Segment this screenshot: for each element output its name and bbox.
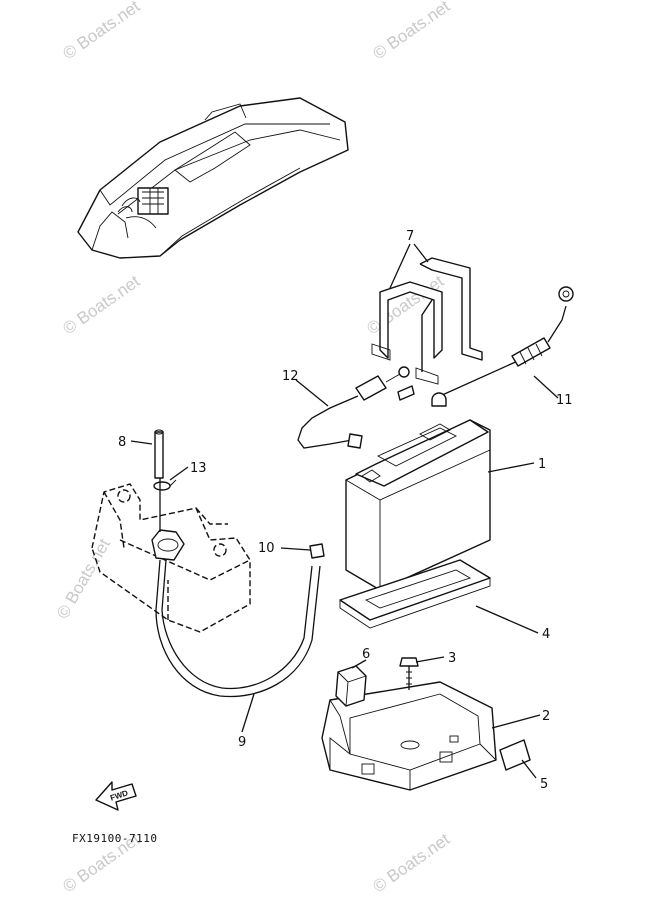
watermark: © Boats.net [369, 829, 453, 896]
callout-7: 7 [406, 229, 414, 244]
watermark: © Boats.net [369, 0, 453, 63]
breather-pipe [154, 429, 164, 479]
clip [153, 479, 177, 491]
leader-lines [130, 243, 559, 779]
callout-10: 10 [258, 541, 275, 556]
callout-8: 8 [118, 435, 126, 450]
callout-5: 5 [540, 777, 548, 792]
damper [335, 665, 367, 707]
lead-wire [297, 366, 415, 449]
bracket-assembly [91, 478, 251, 633]
watermark: © Boats.net [59, 0, 143, 63]
battery-box [321, 681, 497, 791]
bolt [399, 657, 419, 690]
terminal-cable [431, 286, 574, 407]
callout-6: 6 [362, 647, 370, 662]
callout-3: 3 [448, 651, 456, 666]
callout-1: 1 [538, 457, 546, 472]
battery-mat [339, 559, 491, 629]
pad [499, 739, 531, 771]
callout-13: 13 [190, 461, 207, 476]
callout-labels: 1 2 3 4 5 6 7 8 9 10 11 12 13 [118, 229, 573, 792]
battery [345, 419, 491, 591]
breather-hose [155, 543, 325, 698]
diagram-code: FX19100-7110 [72, 832, 157, 845]
callout-9: 9 [238, 735, 246, 750]
callout-4: 4 [542, 627, 550, 642]
battery-band [371, 257, 483, 385]
watercraft-illustration [77, 97, 349, 259]
fwd-arrow: FWD [95, 781, 137, 811]
watermark: © Boats.net [59, 271, 143, 338]
watermark: © Boats.net [53, 535, 114, 622]
callout-11: 11 [556, 393, 573, 408]
callout-12: 12 [282, 369, 299, 384]
callout-2: 2 [542, 709, 550, 724]
